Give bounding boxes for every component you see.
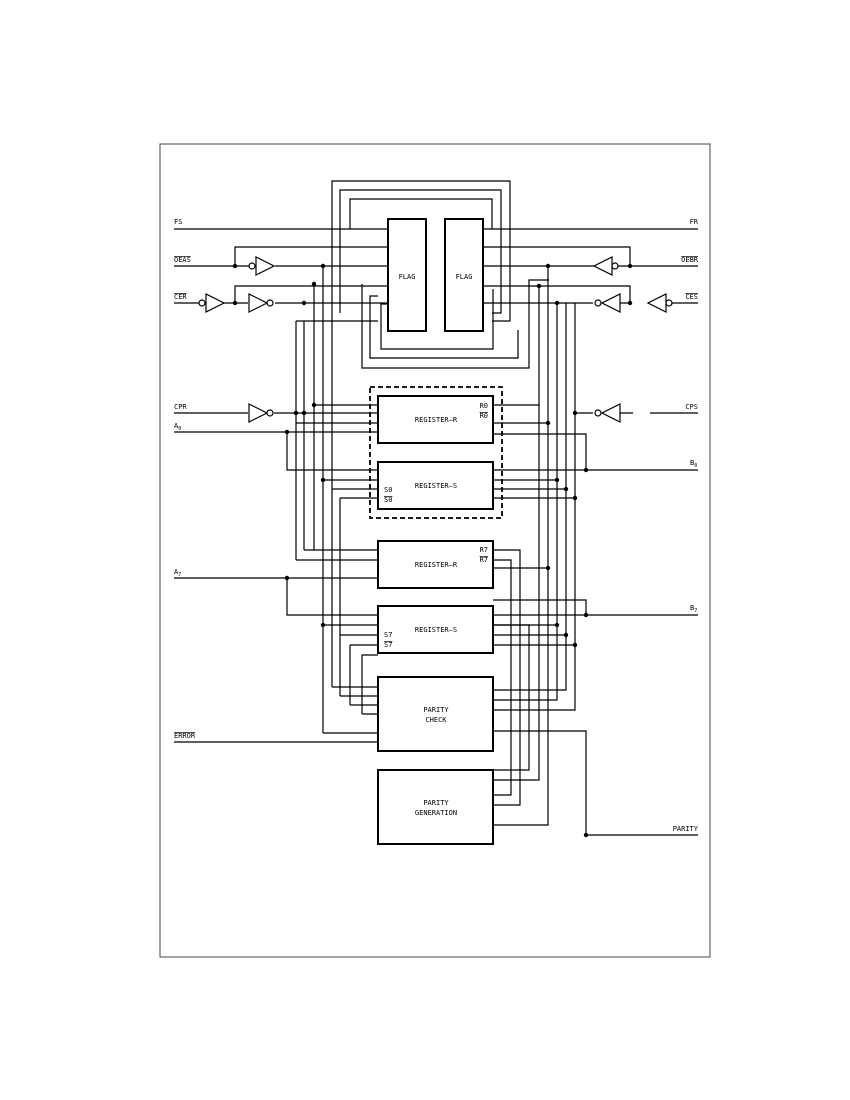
r7-bar-output-label: R7 [480, 556, 488, 564]
left-control-wires [174, 228, 388, 743]
pin-a7-label: A7 [174, 568, 181, 578]
r0-output-label: R0 [480, 402, 488, 410]
parity-check-label-line1: PARITY [423, 706, 449, 714]
left-vertical-buses [295, 266, 378, 734]
s7-bar-input-label: S7 [384, 641, 392, 649]
register-s0-block [377, 461, 494, 510]
parity-gen-label-line1: PARITY [423, 799, 449, 807]
inversion-bubble-icon [266, 409, 274, 417]
flag-left-block [387, 218, 427, 332]
inversion-bubble-icon [198, 299, 206, 307]
parity-check-label-line2: CHECK [425, 716, 447, 724]
pin-ces-label: CES [685, 293, 698, 301]
pin-error-label: ERROR [174, 732, 196, 740]
flag-feedback-wires [331, 180, 549, 369]
pin-fs-label: FS [174, 218, 182, 226]
inversion-bubble-icon [594, 299, 602, 307]
cpr-inverter-icon [248, 403, 269, 423]
inversion-bubble-icon [665, 299, 673, 307]
r0-bar-output-label: R0 [480, 412, 488, 420]
cer-buffer-icon [205, 293, 226, 313]
flag-left-label: FLAG [399, 273, 416, 281]
inversion-bubble-icon [611, 262, 619, 270]
register-r7-label: REGISTER–R [415, 561, 458, 569]
flag-right-block [444, 218, 484, 332]
pin-a0-label: A0 [174, 422, 181, 432]
register-r0-label: REGISTER–R [415, 416, 458, 424]
inversion-bubble-icon [266, 299, 274, 307]
pin-b7-label: B7 [690, 604, 697, 614]
register-s7-block [377, 605, 494, 654]
buffer-gates [198, 256, 673, 423]
cps-inverter-icon [600, 403, 621, 423]
pin-cpr-label: CPR [174, 403, 187, 411]
right-vertical-buses [493, 266, 576, 826]
pin-cer-label: CER [174, 293, 187, 301]
pin-cps-label: CPS [685, 403, 698, 411]
s7-input-label: S7 [384, 631, 392, 639]
ces-inverter-icon [600, 293, 621, 313]
bit0-register-group [369, 386, 503, 519]
parity-generation-block [377, 769, 494, 845]
pin-oeas-label: OEAS [174, 256, 191, 264]
parity-check-block [377, 676, 494, 752]
flag-right-label: FLAG [456, 273, 473, 281]
s0-input-label: S0 [384, 486, 392, 494]
register-r0-block [377, 395, 494, 444]
register-s0-label: REGISTER–S [415, 482, 457, 490]
inversion-bubble-icon [594, 409, 602, 417]
diagram-frame [159, 143, 711, 958]
ces-buffer-icon [646, 293, 667, 313]
right-control-wires [483, 228, 698, 616]
r7-output-label: R7 [480, 546, 488, 554]
s0-bar-input-label: S0 [384, 496, 392, 504]
junction-dots [232, 263, 633, 838]
oebr-buffer-icon [592, 256, 613, 276]
oeas-buffer-icon [255, 256, 276, 276]
pin-fr-label: FR [690, 218, 699, 226]
pin-b0-label: B0 [690, 459, 697, 469]
register-r7-block [377, 540, 494, 589]
parity-gen-label-line2: GENERATION [415, 809, 457, 817]
cer-inverter-icon [248, 293, 269, 313]
register-s7-label: REGISTER–S [415, 626, 457, 634]
inversion-bubble-icon [248, 262, 256, 270]
pin-oebr-label: OEBR [681, 256, 699, 264]
pin-parity-label: PARITY [673, 825, 699, 833]
